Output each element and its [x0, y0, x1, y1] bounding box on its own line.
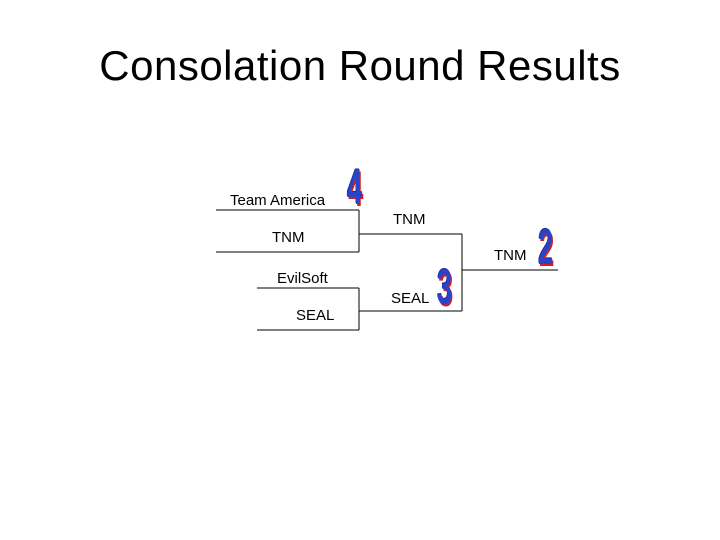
page-title: Consolation Round Results [99, 42, 621, 89]
tnm-round2-label: TNM [393, 211, 426, 228]
team-america-label: Team America [230, 192, 326, 209]
place-3-badge: 3 [437, 259, 453, 315]
place-4-badge: 4 [347, 159, 363, 215]
place-2-badge: 2 [538, 219, 554, 275]
seal-round1-label: SEAL [296, 307, 335, 324]
tnm-final-label: TNM [494, 247, 527, 264]
evilsoft-label: EvilSoft [277, 270, 328, 287]
tnm-round1-label: TNM [272, 229, 305, 246]
seal-round2-label: SEAL [391, 290, 430, 307]
